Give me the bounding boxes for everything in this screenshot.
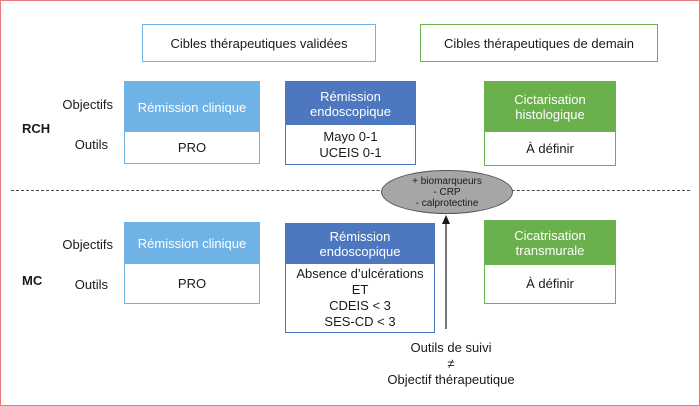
mc-outils-label: Outils — [74, 277, 108, 292]
follow-up-neq: ≠ — [447, 356, 455, 371]
header-future-text: Cibles thérapeutiques de demain — [443, 35, 635, 51]
biomarkers-line-2: - CRP — [433, 186, 461, 198]
biomarkers-line-3: - calprotectine — [415, 197, 479, 209]
mc-endoscopic-title: Rémission endoscopique — [286, 224, 434, 264]
rch-clinical-title: Rémission clinique — [125, 82, 259, 132]
mc-endoscopic-box: Rémission endoscopique Absence d’ulcérat… — [285, 223, 435, 333]
rch-endoscopic-box: Rémission endoscopique Mayo 0-1 UCEIS 0-… — [285, 81, 416, 165]
rch-future-title: Cictarisation histologique — [485, 82, 615, 132]
rch-clinical-tool: PRO — [177, 139, 207, 155]
header-future-targets: Cibles thérapeutiques de demain — [420, 24, 658, 62]
dashed-separator — [11, 190, 690, 191]
mc-endoscopic-tools: Absence d’ulcérations ET CDEIS < 3 SES-C… — [286, 264, 434, 332]
rch-outils-label: Outils — [74, 137, 108, 152]
mc-clinical-box: Rémission clinique PRO — [124, 222, 260, 304]
rch-clinical-box: Rémission clinique PRO — [124, 81, 260, 164]
mc-future-tool: À définir — [526, 276, 574, 291]
rch-endoscopic-title: Rémission endoscopique — [286, 82, 415, 125]
header-validated-targets: Cibles thérapeutiques validées — [142, 24, 376, 62]
mc-future-box: Cicatrisation transmurale À définir — [484, 220, 616, 304]
biomarkers-ellipse: + biomarqueurs - CRP - calprotectine — [381, 170, 513, 214]
mc-clinical-title: Rémission clinique — [125, 223, 259, 264]
follow-up-line-2: Objectif thérapeutique — [387, 372, 515, 387]
mc-clinical-tool: PRO — [177, 275, 207, 291]
rch-group-label: RCH — [22, 121, 51, 136]
rch-endoscopic-tools: Mayo 0-1 UCEIS 0-1 — [286, 125, 415, 164]
rch-future-tool: À définir — [526, 140, 574, 156]
mc-future-title: Cicatrisation transmurale — [485, 221, 615, 265]
header-validated-text: Cibles thérapeutiques validées — [170, 35, 348, 51]
follow-up-caption: Outils de suivi ≠ Objectif thérapeutique — [351, 340, 551, 388]
follow-up-line-1: Outils de suivi — [410, 340, 492, 355]
follow-up-arrow — [442, 215, 450, 329]
rch-objectifs-label: Objectifs — [62, 97, 113, 112]
biomarkers-line-1: + biomarqueurs — [412, 175, 482, 187]
rch-future-box: Cictarisation histologique À définir — [484, 81, 616, 166]
mc-group-label: MC — [22, 273, 43, 288]
mc-objectifs-label: Objectifs — [62, 237, 113, 252]
